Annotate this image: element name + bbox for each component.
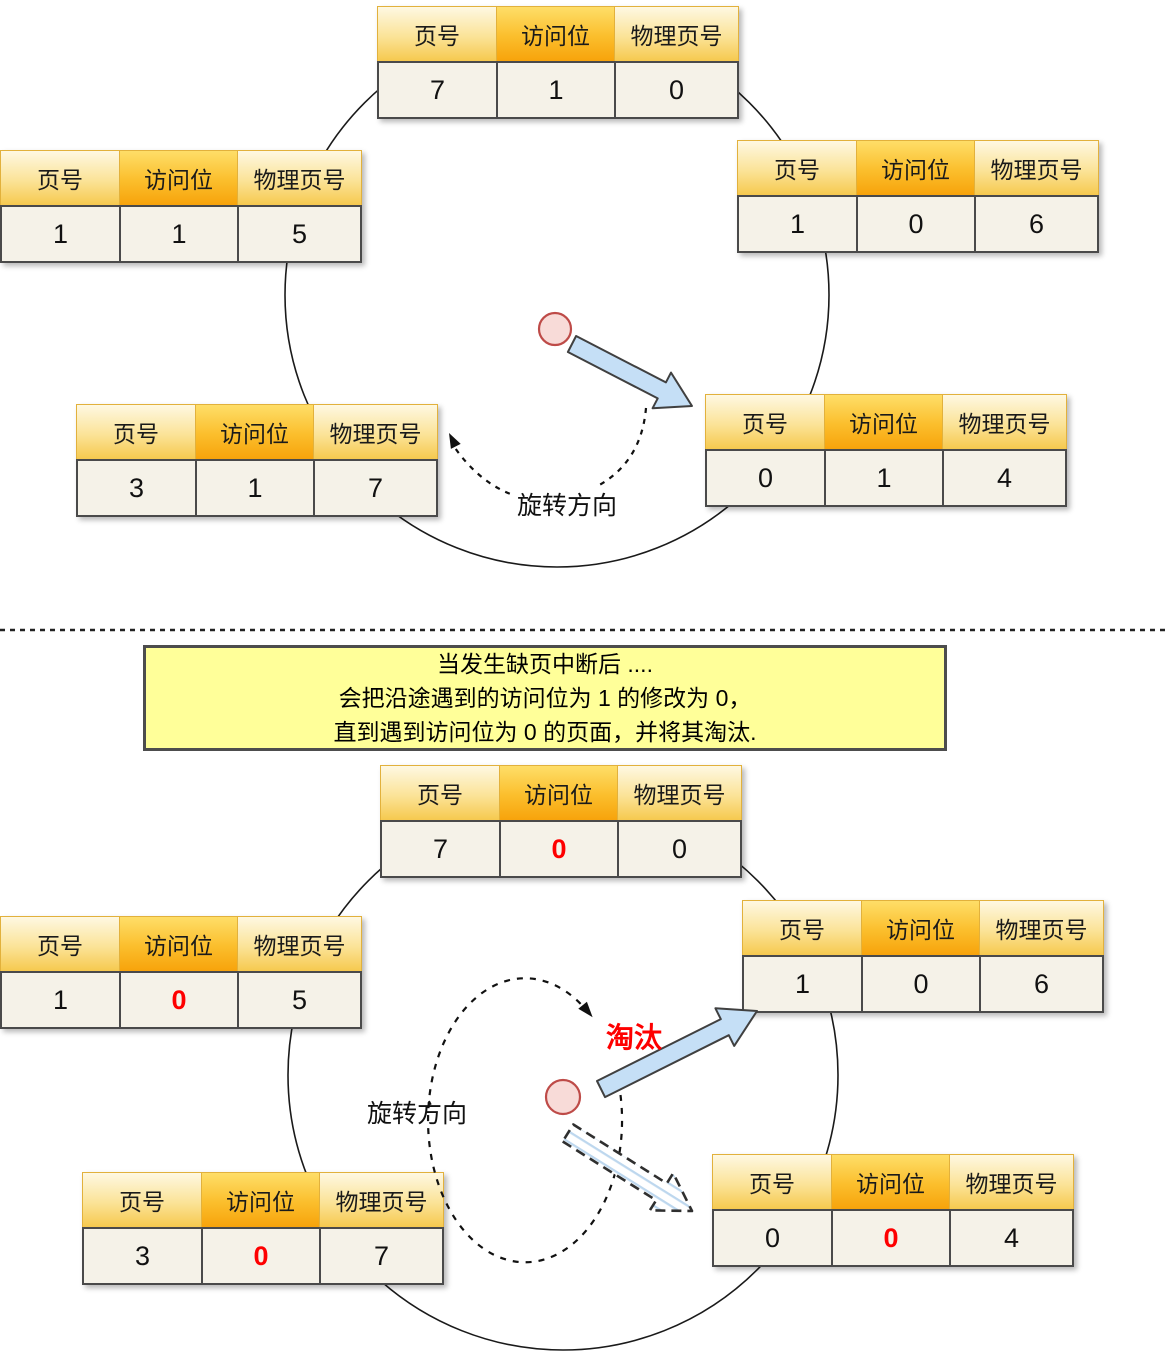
evict-label: 淘汰: [606, 1022, 663, 1053]
cell-value-2: 7: [313, 459, 438, 517]
col-header-2: 物理页号: [313, 404, 438, 459]
cell-value-1: 0: [499, 820, 617, 878]
note-line-1: 当发生缺页中断后 ....: [437, 651, 653, 677]
rotation-arc-arrowhead-top: [449, 433, 461, 449]
col-header-1: 访问位: [824, 394, 942, 449]
col-header-2: 物理页号: [979, 900, 1104, 955]
cell-value-2: 7: [319, 1227, 444, 1285]
cell-value-0: 0: [712, 1209, 831, 1267]
cell-value-2: 6: [974, 195, 1099, 253]
cell-value-0: 1: [742, 955, 861, 1013]
col-header-2: 物理页号: [319, 1172, 444, 1227]
cell-value-1: 0: [201, 1227, 319, 1285]
rotation-direction-label-bottom: 旋转方向: [367, 1100, 468, 1128]
cell-value-2: 5: [237, 971, 362, 1029]
col-header-2: 物理页号: [949, 1154, 1074, 1209]
col-header-0: 页号: [76, 404, 195, 459]
rotation-direction-label-top: 旋转方向: [514, 486, 621, 522]
col-header-1: 访问位: [496, 6, 614, 61]
cell-value-0: 7: [377, 61, 496, 119]
col-header-2: 物理页号: [617, 765, 742, 820]
cell-value-0: 7: [380, 820, 499, 878]
col-header-1: 访问位: [195, 404, 313, 459]
cell-value-0: 3: [82, 1227, 201, 1285]
col-header-0: 页号: [0, 150, 119, 205]
col-header-1: 访问位: [119, 150, 237, 205]
cell-value-0: 0: [705, 449, 824, 507]
cell-value-1: 0: [119, 971, 237, 1029]
clock-hand-arrow-top: [566, 335, 693, 410]
cell-value-1: 1: [195, 459, 313, 517]
cell-value-2: 0: [614, 61, 739, 119]
col-header-0: 页号: [705, 394, 824, 449]
col-header-2: 物理页号: [237, 916, 362, 971]
col-header-1: 访问位: [119, 916, 237, 971]
note-line-3: 直到遇到访问位为 0 的页面，并将其淘汰.: [333, 719, 757, 745]
cell-value-2: 5: [237, 205, 362, 263]
col-header-1: 访问位: [201, 1172, 319, 1227]
col-header-0: 页号: [742, 900, 861, 955]
cell-value-2: 4: [949, 1209, 1074, 1267]
cell-value-1: 1: [119, 205, 237, 263]
col-header-0: 页号: [82, 1172, 201, 1227]
rotation-ellipse-arrowhead-bottom: [578, 1001, 593, 1018]
col-header-0: 页号: [380, 765, 499, 820]
explanation-note-box: 当发生缺页中断后 .... 会把沿途遇到的访问位为 1 的修改为 0， 直到遇到…: [143, 645, 947, 751]
cell-value-0: 1: [737, 195, 856, 253]
cell-value-1: 1: [824, 449, 942, 507]
cell-value-1: 1: [496, 61, 614, 119]
col-header-1: 访问位: [831, 1154, 949, 1209]
cell-value-2: 0: [617, 820, 742, 878]
cell-value-0: 1: [0, 205, 119, 263]
col-header-1: 访问位: [861, 900, 979, 955]
cell-value-2: 4: [942, 449, 1067, 507]
note-line-2: 会把沿途遇到的访问位为 1 的修改为 0，: [338, 685, 752, 711]
col-header-1: 访问位: [499, 765, 617, 820]
cell-value-1: 0: [831, 1209, 949, 1267]
col-header-0: 页号: [377, 6, 496, 61]
col-header-1: 访问位: [856, 140, 974, 195]
clock-pivot-dot-bottom: [544, 1078, 582, 1116]
cell-value-0: 3: [76, 459, 195, 517]
col-header-2: 物理页号: [974, 140, 1099, 195]
col-header-0: 页号: [0, 916, 119, 971]
col-header-2: 物理页号: [237, 150, 362, 205]
col-header-0: 页号: [737, 140, 856, 195]
col-header-0: 页号: [712, 1154, 831, 1209]
cell-value-0: 1: [0, 971, 119, 1029]
cell-value-1: 0: [861, 955, 979, 1013]
col-header-2: 物理页号: [614, 6, 739, 61]
clock-pivot-dot-top: [537, 311, 573, 347]
cell-value-1: 0: [856, 195, 974, 253]
ghost-hand-arrow-bottom: [561, 1123, 694, 1213]
cell-value-2: 6: [979, 955, 1104, 1013]
col-header-2: 物理页号: [942, 394, 1067, 449]
